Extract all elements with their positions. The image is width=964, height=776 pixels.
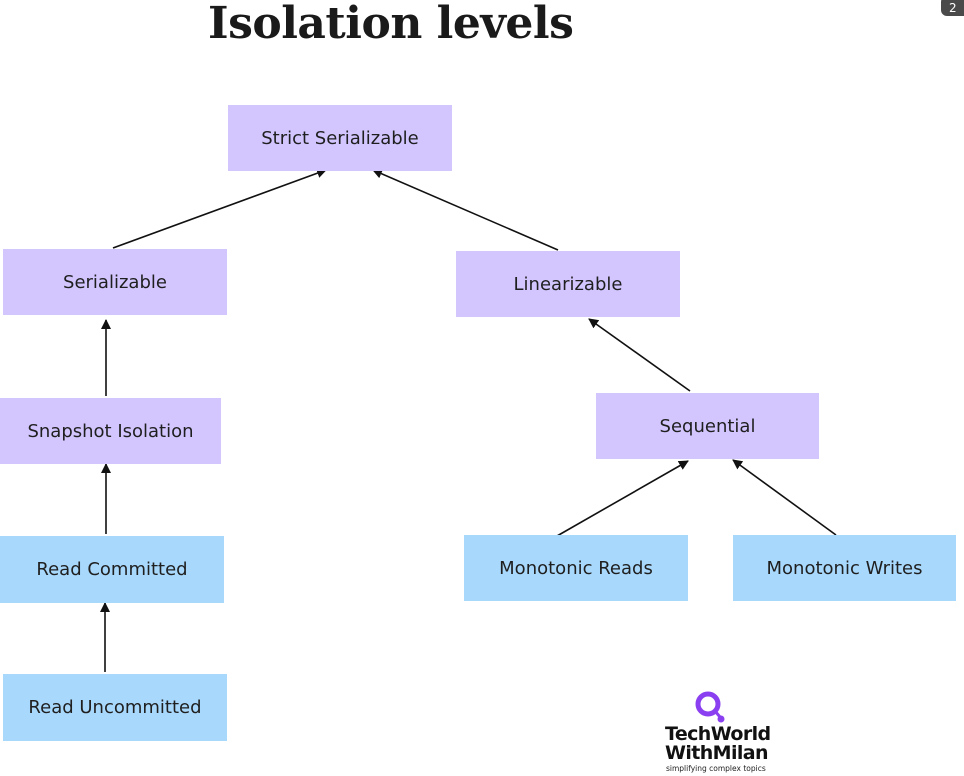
- edge-monotonic-writes-to-sequential: [732, 459, 837, 536]
- node-serializable: Serializable: [3, 249, 227, 315]
- node-read-uncommitted: Read Uncommitted: [3, 674, 227, 741]
- logo-line2: WithMilan: [665, 742, 769, 764]
- node-monotonic-writes: Monotonic Writes: [733, 535, 956, 601]
- edge-serializable-to-strict-serializable: [112, 168, 327, 249]
- logo-line1: TechWorld: [665, 723, 771, 745]
- node-linearizable: Linearizable: [456, 251, 680, 317]
- edge-linearizable-to-strict-serializable: [372, 168, 559, 251]
- connected-nodes-icon: [695, 691, 725, 723]
- logo-tagline: simplifying complex topics: [666, 764, 766, 773]
- node-snapshot-isolation: Snapshot Isolation: [0, 398, 221, 464]
- edge-sequential-to-linearizable: [588, 318, 691, 392]
- node-read-committed: Read Committed: [0, 536, 224, 603]
- page-number-badge: 2: [941, 0, 964, 16]
- page-title: Isolation levels: [208, 0, 574, 49]
- node-strict-serializable: Strict Serializable: [228, 105, 452, 171]
- techworld-logo: TechWorld WithMilan simplifying complex …: [665, 690, 775, 774]
- edge-monotonic-reads-to-sequential: [556, 460, 689, 537]
- node-sequential: Sequential: [596, 393, 819, 459]
- node-monotonic-reads: Monotonic Reads: [464, 535, 688, 601]
